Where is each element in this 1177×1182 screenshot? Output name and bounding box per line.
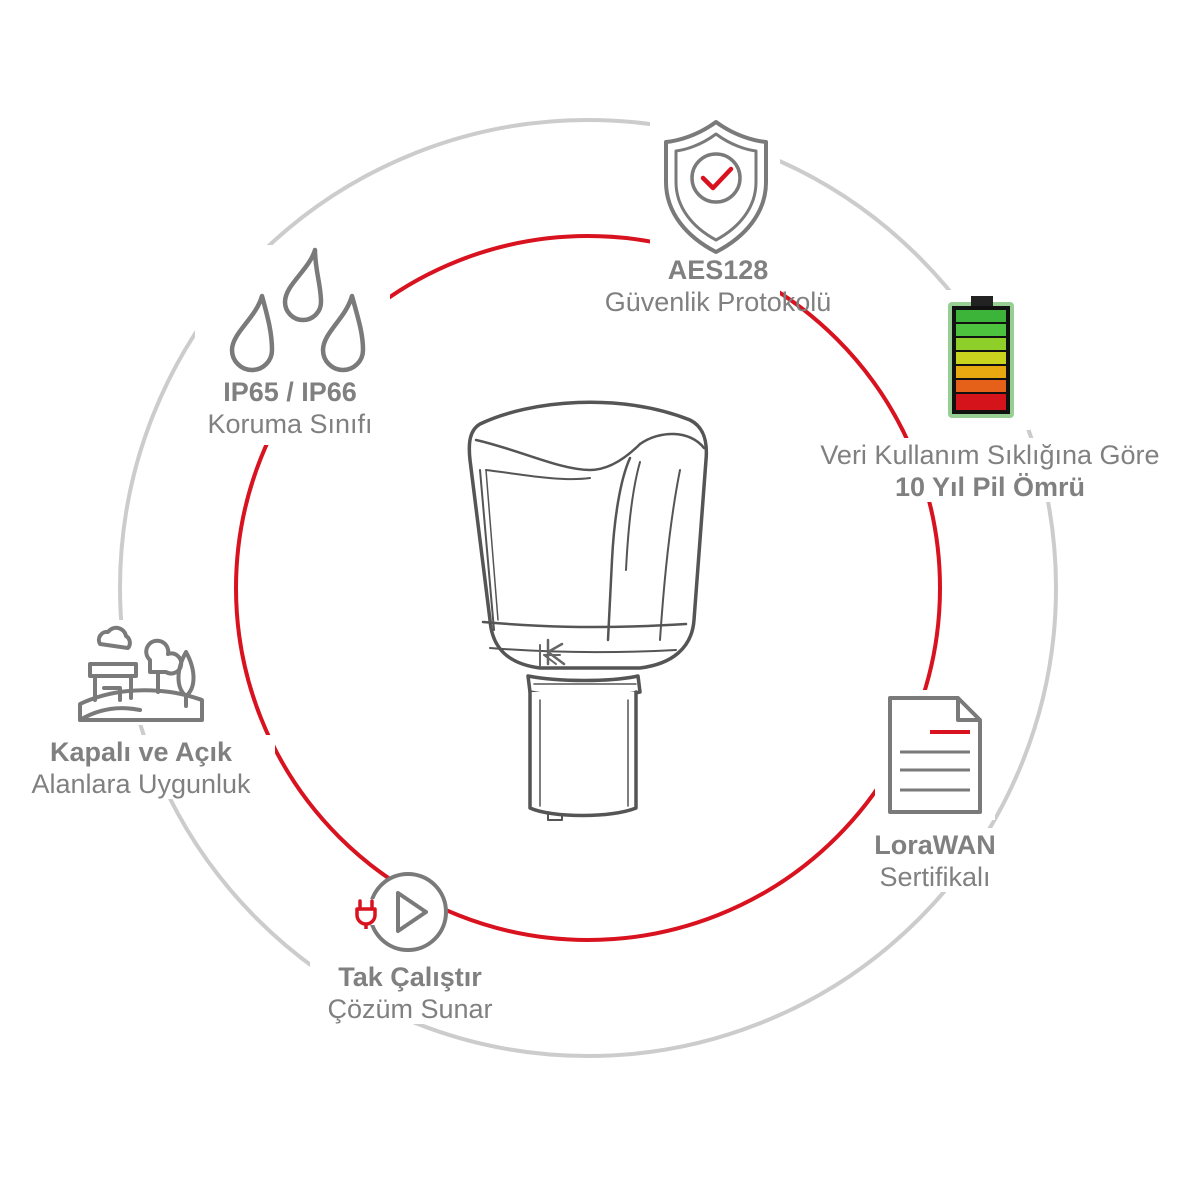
outer-ring <box>118 118 1058 1058</box>
device-illustration <box>467 400 709 821</box>
aes-backdrop <box>650 115 780 320</box>
battery-subtitle: Veri Kullanım Sıklığına Göre <box>820 440 1160 470</box>
aes-title: AES128 <box>667 255 769 285</box>
aes-subtitle: Güvenlik Protokolü <box>604 286 832 317</box>
area-title: Kapalı ve Açık <box>49 737 233 767</box>
area-backdrop <box>70 620 220 725</box>
plug-play-icon <box>355 872 448 952</box>
inner-ring <box>234 234 942 942</box>
battery-text-backdrop <box>800 438 1177 502</box>
ip-backdrop <box>195 245 390 445</box>
landscape-icon <box>78 625 204 722</box>
plug-text-backdrop <box>310 960 510 1024</box>
document-icon <box>888 696 982 814</box>
area-subtitle: Alanlara Uygunluk <box>31 768 251 799</box>
lora-text-backdrop <box>860 828 1010 892</box>
plug-subtitle: Çözüm Sunar <box>327 993 493 1024</box>
battery-title: 10 Yıl Pil Ömrü <box>894 471 1086 502</box>
battery-label: Veri Kullanım Sıklığına Göre 10 Yıl Pil … <box>760 440 1177 504</box>
plug-title: Tak Çalıştır <box>338 962 482 992</box>
water-drops-icon <box>229 247 366 373</box>
battery-icon <box>948 296 1014 418</box>
lora-title: LoraWAN <box>874 830 996 860</box>
shield-check-icon <box>664 120 768 254</box>
lora-label: LoraWAN Sertifikalı <box>820 830 1050 894</box>
area-text-backdrop <box>10 735 275 799</box>
aes-label: AES128 Güvenlik Protokolü <box>518 255 918 319</box>
ip-subtitle: Koruma Sınıfı <box>207 408 373 439</box>
lora-subtitle: Sertifikalı <box>879 861 991 892</box>
ip-title: IP65 / IP66 <box>223 377 357 407</box>
plug-label: Tak Çalıştır Çözüm Sunar <box>260 962 560 1026</box>
ip-label: IP65 / IP66 Koruma Sınıfı <box>130 377 450 441</box>
area-label: Kapalı ve Açık Alanlara Uygunluk <box>0 737 282 801</box>
